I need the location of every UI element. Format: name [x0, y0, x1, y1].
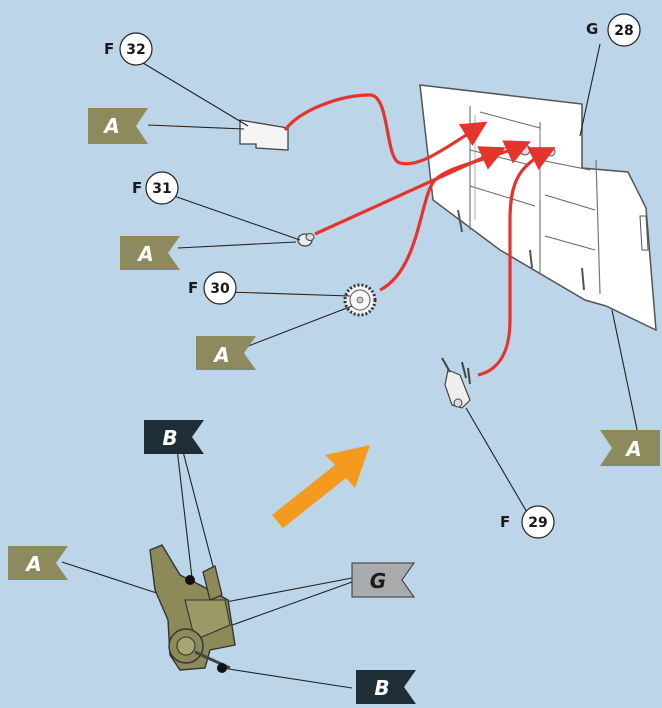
part-prefix: F	[500, 513, 510, 531]
part-number: 30	[210, 281, 230, 297]
orange-arrow-icon	[272, 445, 370, 528]
callout-29: F 29	[500, 506, 554, 538]
paint-flag-a: A	[600, 430, 660, 466]
part-prefix: F	[104, 40, 114, 58]
paint-flag-a: A	[8, 546, 68, 580]
part-31-knob	[298, 234, 314, 247]
paint-flag-a: A	[120, 236, 180, 270]
part-number: 32	[126, 42, 145, 58]
callout-28: G 28	[586, 14, 640, 46]
panel-part-28	[420, 85, 656, 330]
paint-flag-b: B	[144, 420, 204, 454]
paint-flag-a: A	[88, 108, 148, 144]
svg-text:A: A	[102, 114, 119, 138]
part-number: 29	[528, 515, 547, 531]
svg-text:A: A	[212, 343, 229, 367]
svg-text:A: A	[136, 242, 153, 266]
callout-30: F 30	[188, 272, 236, 304]
svg-text:B: B	[374, 676, 389, 700]
svg-text:B: B	[162, 426, 177, 450]
part-number: 28	[614, 23, 633, 39]
paint-flag-g: G	[352, 563, 414, 597]
part-prefix: G	[586, 20, 598, 38]
callout-31: F 31	[132, 172, 178, 204]
subassembly-detail	[150, 545, 235, 673]
paint-flag-a: A	[196, 336, 256, 370]
callout-32: F 32	[104, 33, 152, 65]
part-32-plate	[240, 120, 288, 150]
svg-text:A: A	[24, 552, 41, 576]
part-prefix: F	[132, 179, 142, 197]
svg-text:G: G	[370, 569, 386, 593]
part-number: 31	[152, 181, 171, 197]
part-30-gear	[345, 285, 375, 315]
svg-text:A: A	[624, 437, 641, 461]
part-29-lever	[442, 358, 470, 408]
part-prefix: F	[188, 279, 198, 297]
paint-flag-b: B	[356, 670, 416, 704]
